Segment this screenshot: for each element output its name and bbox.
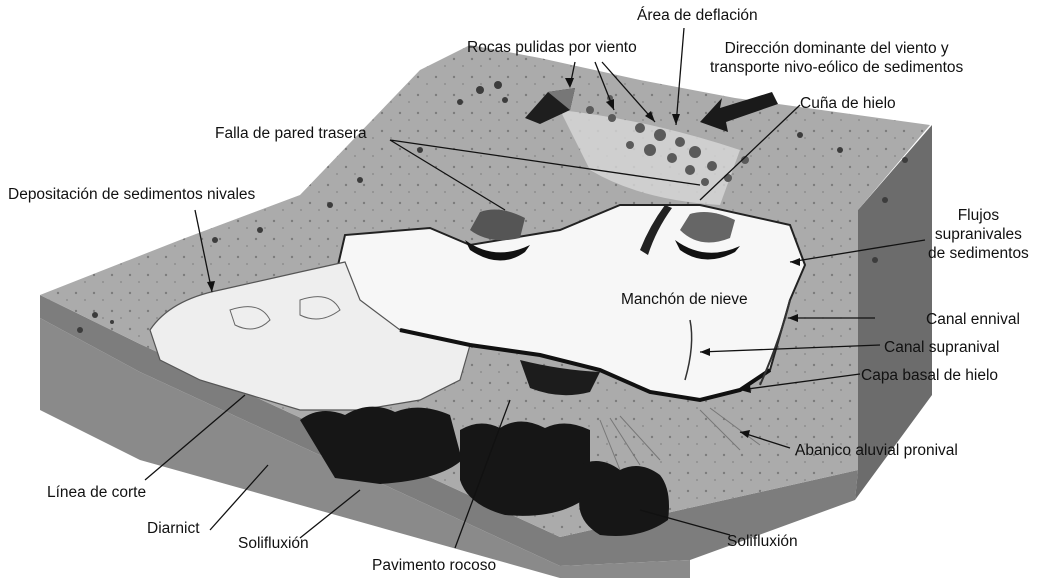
label-canal-supranival: Canal supranival — [884, 338, 999, 357]
label-cuna-hielo: Cuña de hielo — [800, 94, 896, 113]
label-direccion-viento-line1: Dirección dominante del viento y — [710, 39, 963, 58]
solifluction-lobe-right — [579, 461, 669, 536]
label-flujos-line2: supranivales — [928, 225, 1029, 244]
label-flujos: Flujos supranivales de sedimentos — [928, 206, 1029, 263]
label-solifluxion-right: Solifluxión — [727, 532, 798, 551]
label-flujos-line3: de sedimentos — [928, 244, 1029, 263]
label-canal-ennival: Canal ennival — [926, 310, 1020, 329]
label-flujos-line1: Flujos — [928, 206, 1029, 225]
label-falla-pared: Falla de pared trasera — [215, 124, 367, 143]
label-direccion-viento-line2: transporte nivo-eólico de sedimentos — [710, 58, 963, 77]
label-diarnict: Diarnict — [147, 519, 200, 538]
label-area-deflacion: Área de deflación — [637, 6, 758, 25]
label-solifluxion-left: Solifluxión — [238, 534, 309, 553]
label-direccion-viento: Dirección dominante del viento y transpo… — [710, 39, 963, 77]
label-manchon: Manchón de nieve — [621, 290, 748, 309]
label-abanico: Abanico aluvial pronival — [795, 441, 958, 460]
label-rocas-pulidas: Rocas pulidas por viento — [467, 38, 637, 57]
label-depositacion: Depositación de sedimentos nivales — [8, 185, 255, 204]
label-pavimento: Pavimento rocoso — [372, 556, 496, 575]
label-linea-corte: Línea de corte — [47, 483, 146, 502]
solifluction-lobe-mid — [460, 422, 590, 516]
label-capa-basal: Capa basal de hielo — [861, 366, 998, 385]
